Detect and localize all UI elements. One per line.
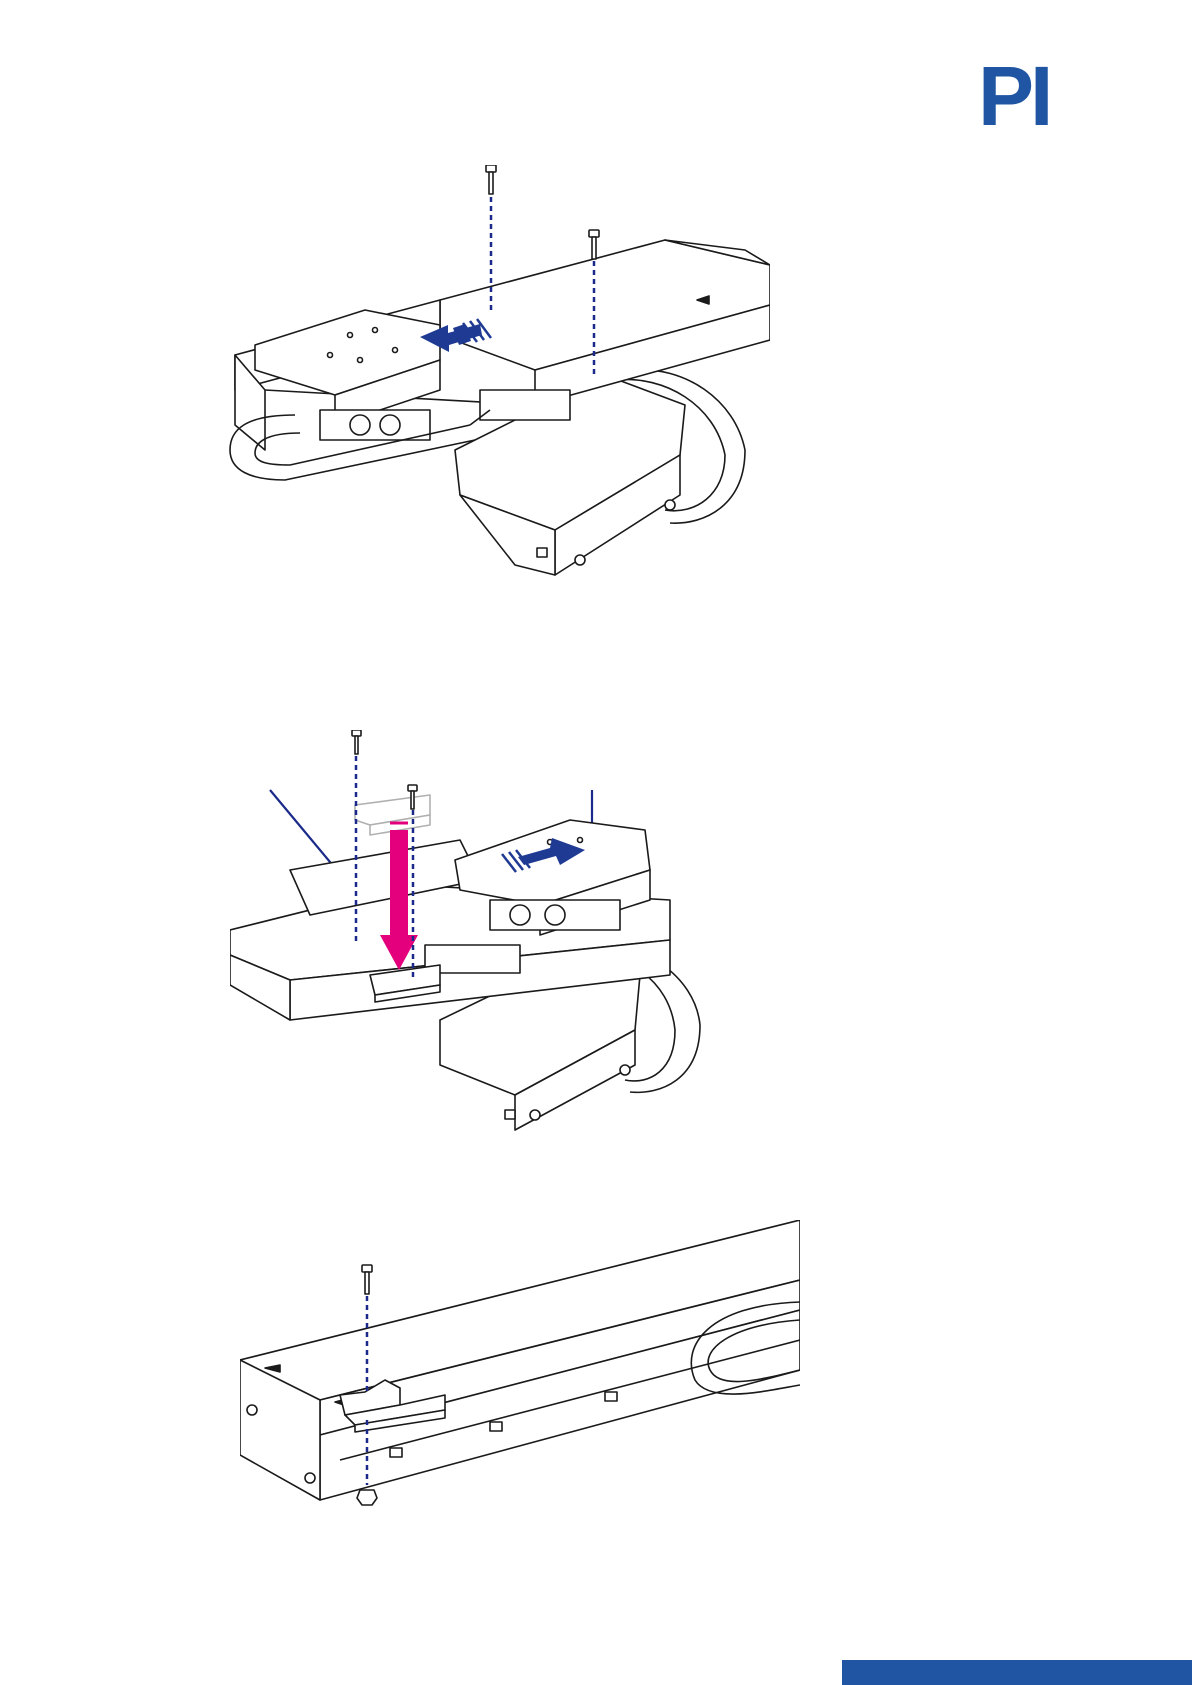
stage-rail xyxy=(240,1220,800,1500)
pi-logo: PI xyxy=(978,64,1104,128)
nut-icon xyxy=(357,1490,377,1505)
screw-icon xyxy=(352,730,361,754)
screw-icon xyxy=(486,165,496,194)
figure-step-3 xyxy=(240,1220,800,1530)
screw-icon xyxy=(362,1265,372,1294)
figure-step-2 xyxy=(230,730,710,1160)
carriage-platform xyxy=(255,310,440,425)
figure-step-1 xyxy=(225,165,770,600)
footer-accent-bar xyxy=(842,1660,1192,1685)
bracket-icon xyxy=(355,795,430,835)
screw-icon xyxy=(589,230,599,259)
